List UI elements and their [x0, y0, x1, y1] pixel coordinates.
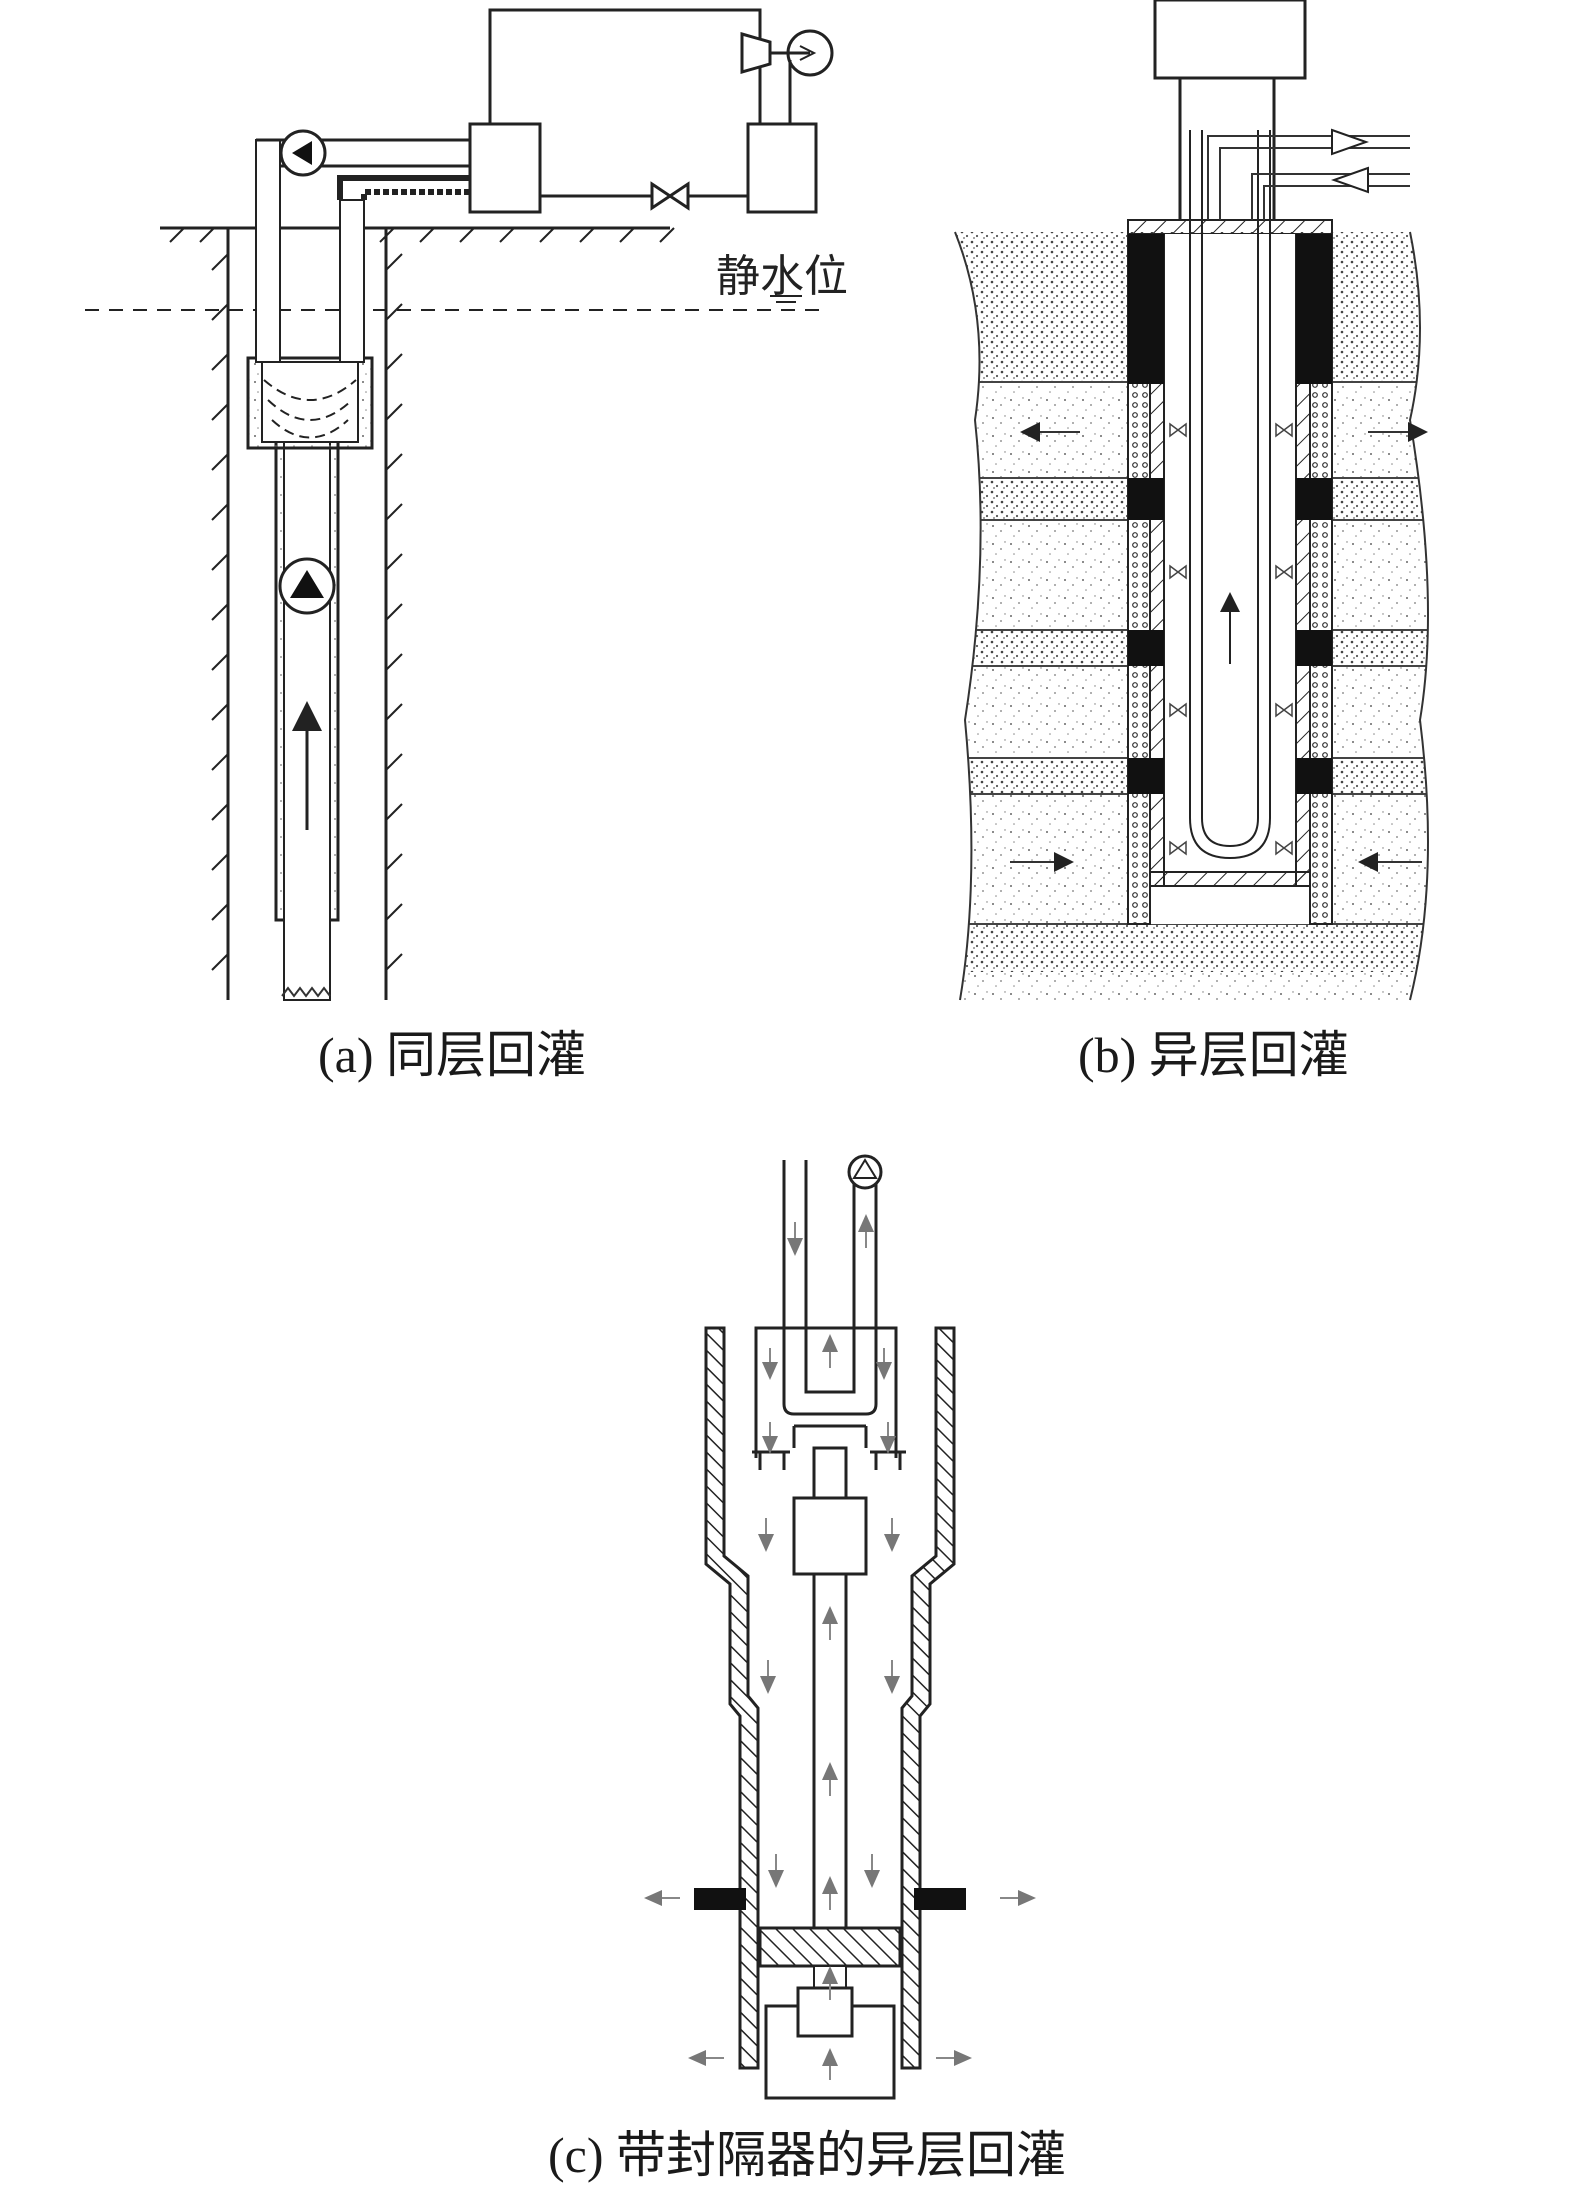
casing-wall-right: [900, 1326, 956, 2070]
inflow-arrow-icon: [1331, 128, 1370, 156]
submersible-pump-icon: [278, 557, 336, 615]
heat-pump-unit-icon: [746, 122, 818, 214]
packer-seal-right: [914, 1888, 966, 1910]
ground-hatching: [169, 227, 675, 243]
casing-wall-left: [704, 1326, 760, 2070]
panel-c-packer-different-layer-recharge: [644, 1154, 1036, 2100]
casing-bottom: [1149, 871, 1311, 887]
u-pipe-outer: [782, 1160, 878, 1416]
u-tube-inner: [1201, 130, 1259, 848]
packer-block: [758, 1926, 902, 1968]
flow-arrows-c: [644, 1214, 1036, 2080]
u-tube-outer: [1189, 130, 1271, 860]
panel-b-different-layer-recharge: [954, 0, 1429, 1001]
panel-a-same-layer-recharge: [85, 8, 834, 1001]
heat-pump-unit-box: [1153, 0, 1307, 80]
well-cap: [1127, 219, 1333, 235]
upper-pump-box: [792, 1496, 868, 1576]
heat-exchanger-unit: [468, 122, 542, 214]
check-valve-icons: [1169, 422, 1293, 856]
u-pipe-inner: [804, 1160, 856, 1394]
surface-pump-icon: [279, 129, 327, 177]
top-housing: [754, 1326, 898, 1458]
caption-panel-b: (b) 异层回灌: [1078, 1027, 1349, 1083]
fan-icon: [740, 29, 834, 124]
packer-seal-left: [694, 1888, 746, 1910]
static-water-level-label: 静水位: [716, 251, 848, 302]
upper-loop-pipe: [488, 8, 762, 124]
outflow-arrow-icon: [1330, 166, 1369, 194]
top-pump-icon: [847, 1154, 883, 1190]
valve-icon: [650, 181, 690, 211]
lower-pump-box: [796, 1986, 854, 2038]
water-level-symbol-icon: [770, 295, 802, 303]
borehole-hatching: [211, 253, 403, 971]
well-screen-bottom: [281, 986, 331, 998]
caption-panel-a: (a) 同层回灌: [318, 1027, 586, 1083]
caption-panel-c: (c) 带封隔器的异层回灌: [548, 2127, 1066, 2183]
seal-blocks: [1128, 234, 1332, 794]
